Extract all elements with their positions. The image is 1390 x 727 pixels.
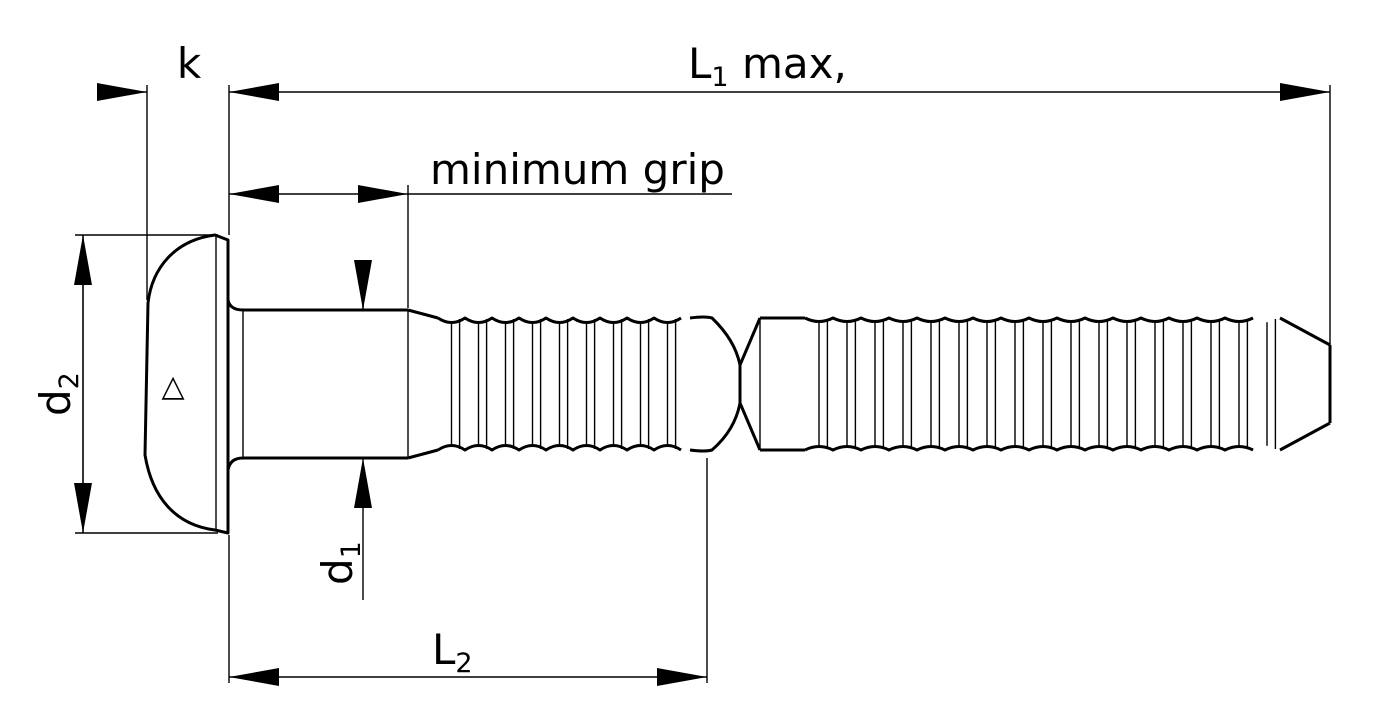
label-l2: L2 bbox=[432, 625, 473, 679]
label-d2-sub: 2 bbox=[54, 372, 85, 389]
head-marking-icon: △ bbox=[161, 369, 184, 404]
pull-grooves bbox=[760, 316, 1277, 452]
label-l2-main: L bbox=[432, 625, 456, 674]
label-l1-main: L bbox=[688, 39, 712, 88]
label-d1-sub: 1 bbox=[336, 541, 367, 558]
dimension-l1: L1 max, bbox=[229, 39, 1330, 101]
dimension-d1: d1 bbox=[313, 260, 372, 585]
label-d2-main: d bbox=[31, 389, 80, 416]
label-d2: d2 bbox=[31, 372, 85, 416]
label-l1-suffix: max, bbox=[729, 39, 847, 88]
break-neck bbox=[689, 315, 762, 453]
lock-grooves bbox=[437, 316, 682, 452]
dimension-d2: d2 bbox=[31, 235, 92, 533]
dimension-minimum-grip: minimum grip bbox=[229, 145, 732, 203]
label-d1: d1 bbox=[313, 541, 367, 585]
label-d1-main: d bbox=[313, 558, 362, 585]
groove-profile-top bbox=[804, 316, 1254, 323]
extension-lines bbox=[75, 85, 1331, 683]
rivet-head bbox=[143, 233, 244, 535]
dimension-l2: L2 bbox=[229, 625, 707, 686]
rivet-shank bbox=[242, 308, 439, 460]
label-l1-sub: 1 bbox=[711, 62, 728, 93]
groove-profile-bottom bbox=[437, 444, 682, 452]
dimension-k: k bbox=[97, 39, 202, 101]
label-minimum-grip: minimum grip bbox=[430, 145, 725, 194]
label-l1: L1 max, bbox=[688, 39, 847, 93]
pintail-tip bbox=[1279, 316, 1332, 452]
groove-profile-top bbox=[437, 316, 682, 324]
groove-profile-bottom bbox=[804, 445, 1254, 452]
label-k: k bbox=[177, 39, 202, 88]
label-l2-sub: 2 bbox=[455, 648, 472, 679]
